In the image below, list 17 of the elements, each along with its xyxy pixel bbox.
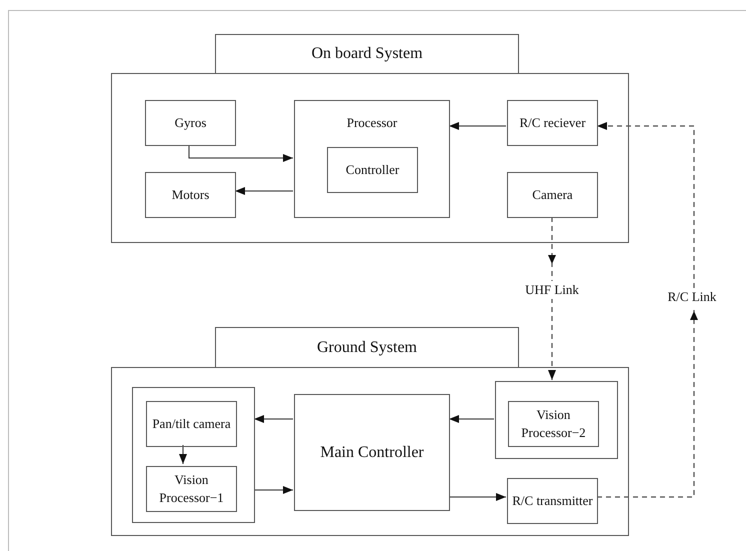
process-box: Gyros bbox=[145, 100, 236, 146]
process-box: Controller bbox=[327, 147, 418, 193]
process-box bbox=[294, 100, 450, 218]
group-box bbox=[495, 381, 618, 459]
process-box: Motors bbox=[145, 172, 236, 218]
process-box: Main Controller bbox=[294, 394, 450, 511]
process-box: Vision Processor−1 bbox=[146, 466, 237, 512]
process-box: Camera bbox=[507, 172, 598, 218]
title-tab: Ground System bbox=[215, 327, 519, 367]
box-title: Processor bbox=[346, 114, 398, 132]
group-box bbox=[132, 387, 255, 523]
edge-label: UHF Link bbox=[523, 281, 581, 299]
process-box: R/C reciever bbox=[507, 100, 598, 146]
process-box: Pan/tilt camera bbox=[146, 401, 237, 447]
title-tab: On board System bbox=[215, 34, 519, 73]
process-box: Vision Processor−2 bbox=[508, 401, 599, 447]
process-box: R/C transmitter bbox=[507, 478, 598, 524]
